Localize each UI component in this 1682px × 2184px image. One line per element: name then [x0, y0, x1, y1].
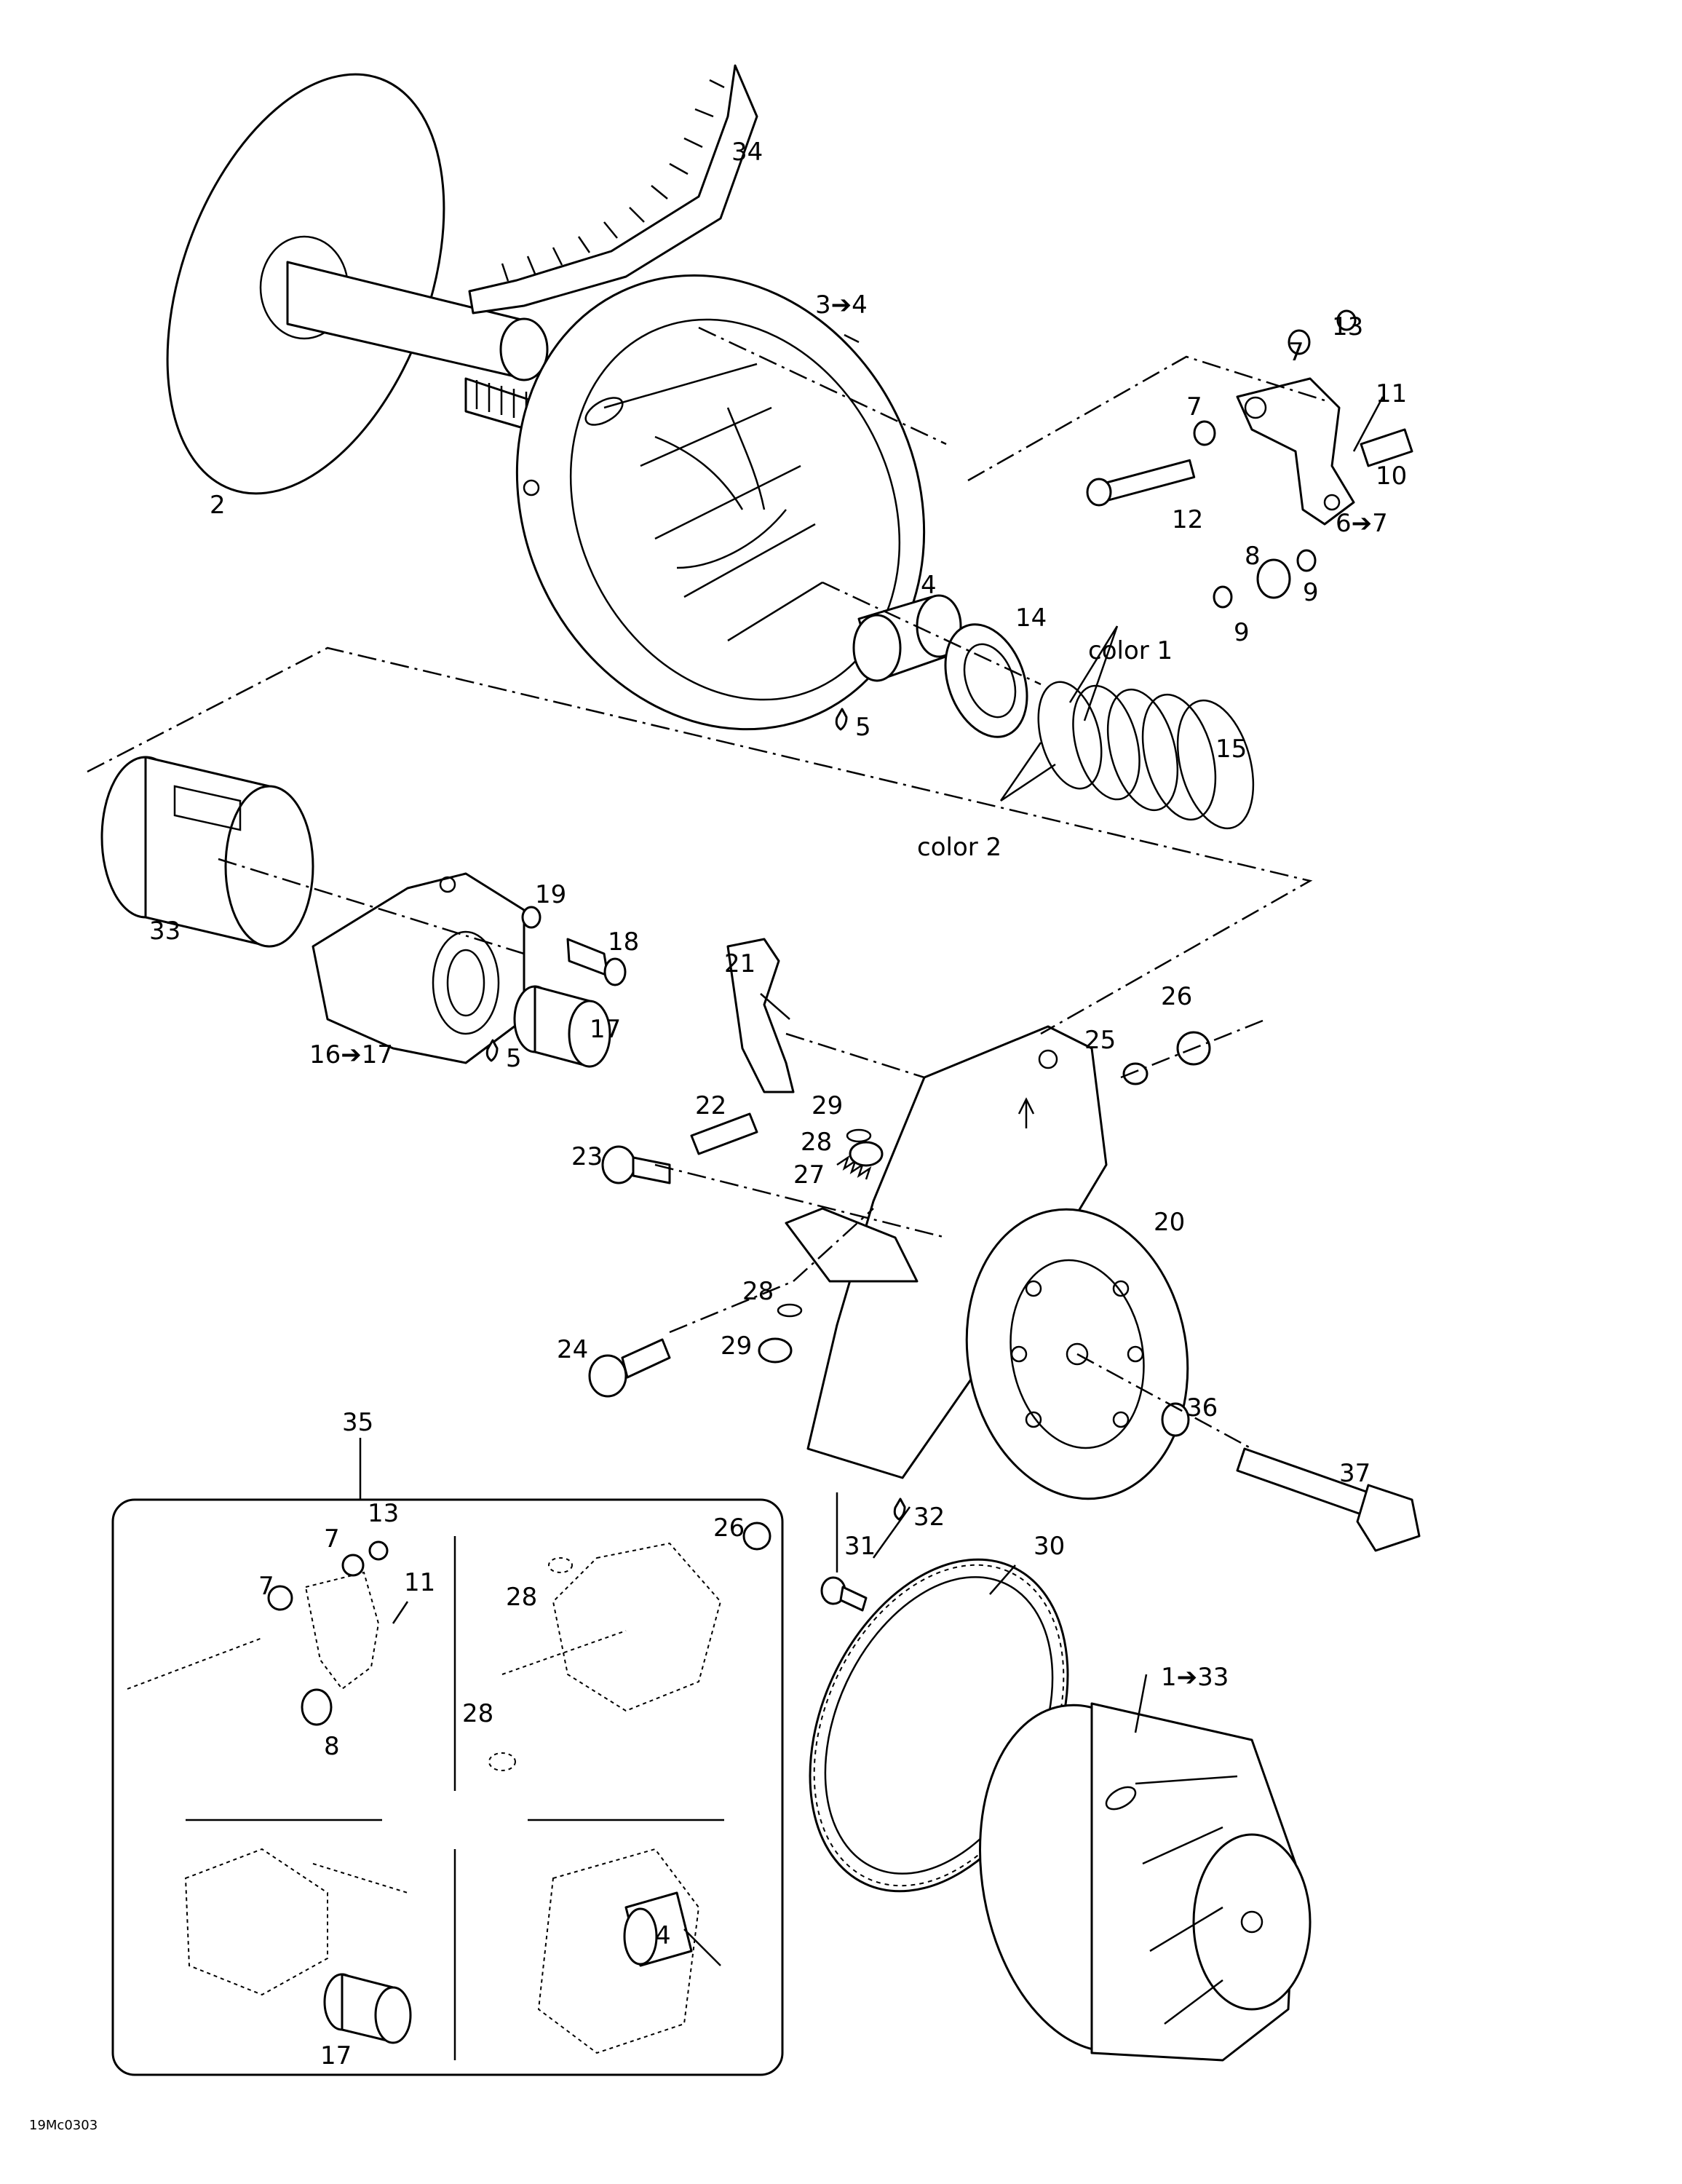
axis-line-spring	[793, 1208, 874, 1282]
grease-drop-icon	[835, 708, 848, 731]
label-22: 22	[695, 1091, 726, 1120]
part-19-washer	[521, 906, 542, 929]
label-35: 35	[342, 1408, 373, 1437]
label-26-main: 26	[1161, 982, 1192, 1011]
label-26-inset: 26	[713, 1514, 745, 1543]
label-21: 21	[724, 949, 755, 978]
part-18-screw	[566, 938, 627, 986]
label-6-to-7: 6➔7	[1336, 509, 1388, 538]
label-10: 10	[1376, 462, 1407, 491]
part-27-spring	[836, 1155, 872, 1180]
inset-35-variants	[111, 1498, 784, 2076]
label-28-upper: 28	[801, 1128, 832, 1157]
label-18: 18	[608, 927, 639, 957]
axis-line-lever	[785, 1018, 1267, 1079]
label-17-main: 17	[590, 1015, 621, 1044]
label-32: 32	[913, 1503, 945, 1532]
part-15-spring	[1037, 681, 1255, 830]
label-19: 19	[535, 880, 566, 909]
label-33-main: 33	[149, 917, 181, 946]
lever-group-outline	[967, 355, 1325, 482]
part-22-pin	[690, 1112, 758, 1155]
label-36: 36	[1186, 1393, 1218, 1423]
part-2-sliding-sheave	[166, 73, 555, 495]
part-36-washer	[1161, 1402, 1190, 1437]
label-color-2: color 2	[917, 833, 1001, 862]
axis-line-hub	[669, 1280, 1253, 1450]
label-4-inset: 4	[655, 1921, 671, 1950]
label-7-inset-lower: 7	[258, 1572, 274, 1601]
label-8-inset: 8	[324, 1732, 340, 1761]
label-27: 27	[793, 1160, 825, 1190]
leader-lines	[359, 333, 1148, 1733]
label-34: 34	[731, 138, 763, 167]
label-8-main: 8	[1245, 542, 1261, 571]
inset-weight-variant	[488, 1522, 771, 1771]
label-9-right: 9	[1303, 578, 1319, 607]
axis-line-cup	[218, 858, 947, 1239]
part-37-bolt	[1236, 1447, 1421, 1552]
part-17-bushing	[513, 985, 611, 1068]
part-25-washer	[1122, 1062, 1149, 1085]
label-7-upper: 7	[1288, 338, 1304, 367]
label-5-lower: 5	[506, 1044, 522, 1073]
grease-drop-icon	[893, 1497, 906, 1521]
part-21-lever	[726, 938, 795, 1093]
part-34-drive-belt	[468, 64, 758, 314]
part-33-slider-cylinder	[100, 756, 314, 948]
label-5-upper: 5	[855, 713, 871, 742]
label-1-to-33: 1➔33	[1161, 1663, 1229, 1692]
label-29-upper: 29	[812, 1091, 843, 1120]
lever-arm-assembly	[1086, 309, 1413, 609]
part-16-spider	[312, 872, 525, 1064]
grease-drop-icon	[485, 1039, 499, 1062]
callout-labels: 34 2 3➔4 13 7 11 7 12 10 6➔7 8 9 9 4 14 …	[29, 138, 1407, 2133]
label-13-inset: 13	[368, 1499, 399, 1528]
label-24: 24	[557, 1335, 588, 1364]
label-29-lower: 29	[721, 1332, 752, 1361]
label-30: 30	[1034, 1532, 1065, 1561]
label-2: 2	[210, 491, 226, 520]
label-14: 14	[1015, 604, 1047, 633]
label-color-1: color 1	[1088, 636, 1173, 665]
drawing-code: 19Mc0303	[29, 2118, 98, 2133]
inset-bushing-variant	[537, 1848, 721, 2054]
part-1-assembled-drive-pulley	[979, 1702, 1312, 2062]
label-7-lower: 7	[1186, 392, 1202, 422]
label-28-lower: 28	[742, 1277, 774, 1306]
label-3-to-4: 3➔4	[815, 290, 868, 320]
label-13-main: 13	[1332, 312, 1363, 341]
part-31-screw	[820, 1576, 868, 1612]
inset-lever-variant	[127, 1540, 409, 1726]
label-4-main: 4	[921, 571, 937, 600]
inset-spider-variant	[184, 1848, 412, 2044]
hub-bolt-holes	[1010, 1280, 1144, 1428]
label-28-inset-lower: 28	[462, 1699, 493, 1728]
label-16-to-17: 16➔17	[309, 1040, 393, 1069]
part-14-washer	[944, 623, 1028, 738]
label-17-inset: 17	[320, 2041, 352, 2070]
label-31: 31	[844, 1532, 876, 1561]
label-23: 23	[571, 1142, 603, 1171]
spring-group-outline	[87, 646, 1313, 1035]
label-37: 37	[1339, 1459, 1370, 1488]
label-12: 12	[1172, 505, 1203, 534]
spline-teeth	[475, 380, 540, 424]
label-7-inset-upper: 7	[324, 1524, 340, 1554]
label-15: 15	[1215, 735, 1247, 764]
label-20: 20	[1154, 1208, 1185, 1237]
part-24-bolt	[588, 1338, 671, 1398]
label-28-inset-upper: 28	[506, 1583, 537, 1612]
label-11-inset: 11	[404, 1568, 435, 1597]
part-28-29-rollers	[758, 1128, 919, 1364]
axis-line-upper	[698, 326, 1042, 686]
label-9-left: 9	[1234, 618, 1250, 647]
part-3-governor-cup	[515, 274, 926, 731]
label-25: 25	[1084, 1026, 1116, 1055]
label-11-main: 11	[1376, 379, 1407, 408]
part-23-bolt	[601, 1145, 671, 1184]
